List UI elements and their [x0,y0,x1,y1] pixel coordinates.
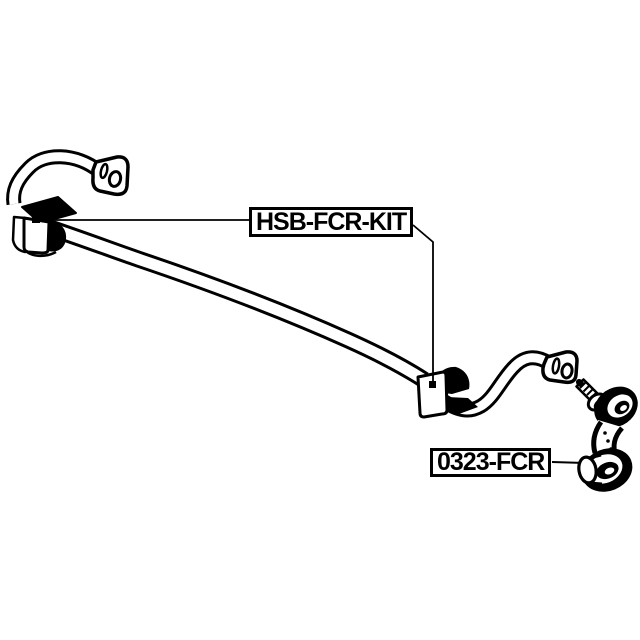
bushing-left-front-face [22,216,51,255]
leader-lines [32,215,586,464]
eye-right-round-hole [560,362,574,380]
stabilizer-bar [6,149,553,418]
bar-eye-left [91,155,130,197]
bar-left-curve-inner [9,152,102,205]
leader-anchor-right [429,381,436,388]
eye-left-round-hole [107,170,123,188]
bushing-right-flange [447,397,478,414]
leader-line-kit-right [412,224,434,384]
stabilizer-link [575,378,638,492]
bushing-right [416,366,478,419]
link-upper-ball-joint [586,386,638,428]
link-body-rivet [606,439,610,443]
link-lower-highlight [604,467,615,475]
link-lower-end-cap [577,455,598,485]
part-label-bushing-kit: HSB-FCR-KIT [249,207,414,237]
bar-eye-right [541,350,579,385]
leader-anchor-left [32,215,40,223]
link-body-left-edge [591,420,604,454]
link-upper-highlight [620,404,627,412]
eye-left-slot-hole [99,162,109,180]
bar-main-span-inner [42,220,427,385]
bushing-left-side-shadow [48,221,67,252]
link-lower-ball-joint [577,448,633,492]
part-label-stabilizer-link: 0323-FCR [430,448,552,477]
bushing-left-bottom-lip [23,248,57,258]
bushing-right-front-face [416,370,449,419]
link-body-rivet [603,431,607,435]
link-stud-tip [575,378,585,388]
eye-right-slot-hole [551,357,561,375]
